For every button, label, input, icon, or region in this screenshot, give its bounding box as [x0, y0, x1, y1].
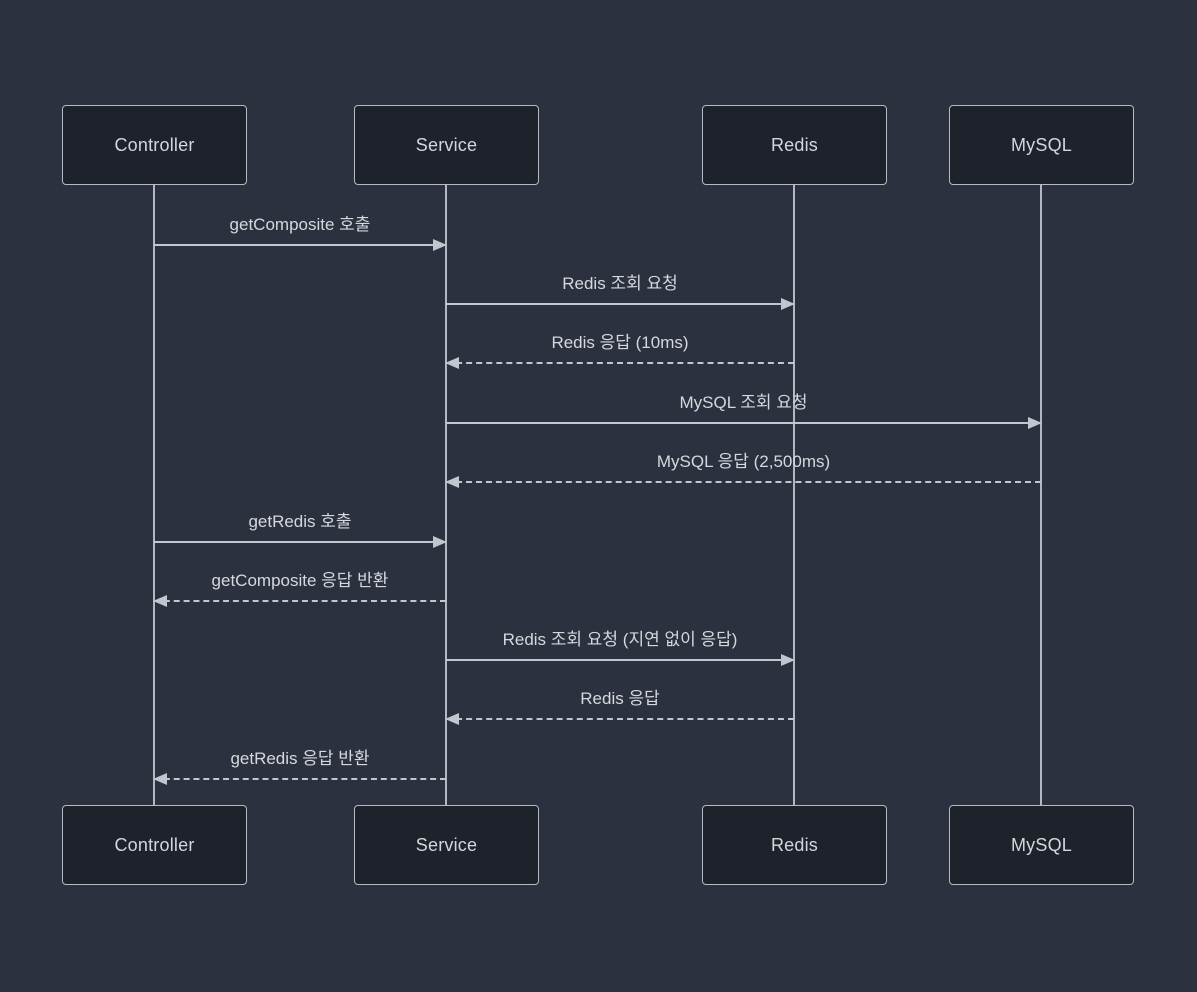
message-line-dashed: [446, 718, 794, 720]
actor-label-mysql: MySQL: [1010, 834, 1072, 855]
message-line-dashed: [446, 362, 794, 364]
message-line-dashed: [154, 600, 446, 602]
message-line-dashed: [446, 481, 1041, 483]
message-label: Redis 응답 (10ms): [551, 333, 689, 352]
message-label: MySQL 응답 (2,500ms): [656, 452, 831, 471]
arrowhead-right-icon: [781, 654, 795, 666]
message-line-solid: [446, 659, 794, 661]
message-line-dashed: [154, 778, 446, 780]
message-label: Redis 조회 요청 (지연 없이 응답): [502, 630, 738, 649]
actor-box-controller-top: Controller: [62, 105, 247, 185]
message-label: MySQL 조회 요청: [679, 393, 808, 412]
lifeline-redis: [793, 185, 795, 805]
actor-box-controller-bottom: Controller: [62, 805, 247, 885]
actor-label-controller: Controller: [114, 834, 195, 855]
arrowhead-right-icon: [433, 536, 447, 548]
message-label: getRedis 호출: [248, 512, 352, 531]
arrowhead-left-icon: [445, 713, 459, 725]
message-line-solid: [446, 303, 794, 305]
message-label: getComposite 응답 반환: [211, 571, 389, 590]
arrowhead-right-icon: [1028, 417, 1042, 429]
actor-label-redis: Redis: [770, 834, 819, 855]
lifeline-service: [445, 185, 447, 805]
lifeline-mysql: [1040, 185, 1042, 805]
actor-label-mysql: MySQL: [1010, 134, 1072, 155]
actor-box-service-top: Service: [354, 105, 539, 185]
actor-label-service: Service: [415, 834, 478, 855]
message-label: Redis 조회 요청: [562, 274, 678, 293]
arrowhead-right-icon: [433, 239, 447, 251]
actor-label-redis: Redis: [770, 134, 819, 155]
actor-box-redis-bottom: Redis: [702, 805, 887, 885]
message-line-solid: [154, 244, 446, 246]
actor-box-service-bottom: Service: [354, 805, 539, 885]
actor-box-mysql-bottom: MySQL: [949, 805, 1134, 885]
arrowhead-left-icon: [153, 773, 167, 785]
actor-label-service: Service: [415, 134, 478, 155]
arrowhead-left-icon: [445, 476, 459, 488]
message-line-solid: [154, 541, 446, 543]
actor-box-redis-top: Redis: [702, 105, 887, 185]
message-label: getRedis 응답 반환: [230, 749, 370, 768]
actor-label-controller: Controller: [114, 134, 195, 155]
message-label: Redis 응답: [580, 689, 660, 708]
actor-box-mysql-top: MySQL: [949, 105, 1134, 185]
message-label: getComposite 호출: [229, 215, 371, 234]
arrowhead-right-icon: [781, 298, 795, 310]
message-line-solid: [446, 422, 1041, 424]
arrowhead-left-icon: [445, 357, 459, 369]
arrowhead-left-icon: [153, 595, 167, 607]
lifeline-controller: [153, 185, 155, 805]
